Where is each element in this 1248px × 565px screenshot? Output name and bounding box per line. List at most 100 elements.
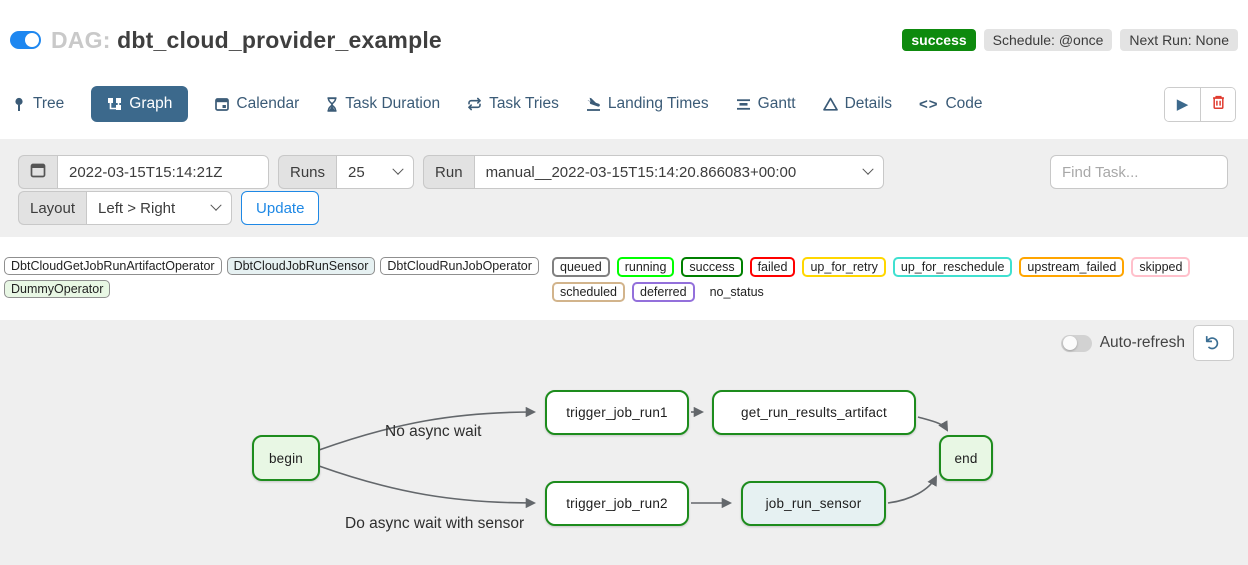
status-pill[interactable]: failed: [749, 257, 796, 277]
filter-panel: Runs 25 Run manual__2022-03-15T15:14:20.…: [0, 139, 1248, 237]
operator-pill: DbtCloudJobRunSensor: [226, 257, 376, 275]
tab-calendar[interactable]: Calendar: [215, 95, 299, 113]
tab-graph[interactable]: Graph: [91, 86, 189, 122]
status-pill[interactable]: upstream_failed: [1019, 257, 1125, 277]
view-tabbar: Tree Graph Calendar Task Duration Task T…: [0, 84, 1248, 124]
dag-graph-panel: Auto-refresh ↻ begin trigger_job_run1 ge…: [0, 320, 1248, 565]
chevron-down-icon: [392, 163, 404, 175]
hourglass-icon: [326, 96, 338, 112]
status-pill[interactable]: up_for_retry: [802, 257, 886, 277]
runs-select[interactable]: 25: [336, 155, 415, 189]
delete-dag-button[interactable]: [1200, 87, 1235, 121]
runs-group: Runs 25: [278, 155, 415, 189]
task-node-trigger-job-run1[interactable]: trigger_job_run1: [545, 390, 689, 435]
trash-icon: [1211, 94, 1226, 115]
play-icon: ▶: [1176, 96, 1189, 113]
base-date-input[interactable]: [69, 163, 257, 181]
task-node-begin[interactable]: begin: [252, 435, 320, 481]
operator-pill: DbtCloudRunJobOperator: [380, 257, 539, 275]
task-node-get-run-results-artifact[interactable]: get_run_results_artifact: [712, 390, 916, 435]
tab-label: Graph: [129, 95, 173, 112]
graph-edges: [318, 406, 949, 509]
dag-action-buttons: ▶: [1164, 86, 1236, 122]
header-badges: success Schedule: @once Next Run: None: [902, 29, 1238, 51]
trigger-dag-button[interactable]: ▶: [1165, 87, 1200, 121]
calendar-icon: [215, 97, 230, 111]
layout-label: Layout: [18, 191, 87, 225]
find-task-field: [1050, 155, 1228, 189]
toggle-knob: [25, 33, 39, 47]
chevron-down-icon: [861, 163, 874, 175]
tab-task-duration[interactable]: Task Duration: [326, 95, 440, 113]
calendar-picker-icon: [30, 162, 46, 182]
auto-refresh-toggle[interactable]: [1060, 334, 1092, 352]
runs-selected-value: 25: [348, 163, 365, 181]
repeat-icon: [467, 97, 482, 111]
tab-task-tries[interactable]: Task Tries: [467, 95, 559, 113]
tab-label: Task Tries: [489, 95, 559, 112]
tab-tree[interactable]: Tree: [12, 95, 64, 113]
next-run-badge: Next Run: None: [1120, 29, 1238, 51]
task-node-trigger-job-run2[interactable]: trigger_job_run2: [545, 481, 689, 526]
tab-details[interactable]: Details: [822, 95, 892, 113]
plane-landing-icon: [586, 97, 601, 111]
status-legend: queued running success failed up_for_ret…: [552, 257, 1244, 302]
status-badge: success: [902, 29, 976, 51]
base-date-field: [57, 155, 269, 189]
status-pill[interactable]: success: [681, 257, 743, 277]
tab-code[interactable]: <> Code: [919, 95, 983, 113]
tab-landing-times[interactable]: Landing Times: [586, 95, 709, 113]
schedule-badge: Schedule: @once: [983, 29, 1113, 51]
run-group: Run manual__2022-03-15T15:14:20.866083+0…: [423, 155, 884, 189]
tab-label: Code: [945, 95, 983, 112]
tab-label: Tree: [33, 95, 65, 112]
date-picker-button[interactable]: [18, 155, 57, 189]
dag-name: dbt_cloud_provider_example: [117, 26, 442, 53]
runs-label: Runs: [278, 155, 337, 189]
gantt-icon: [736, 98, 751, 111]
status-pill[interactable]: skipped: [1131, 257, 1191, 277]
status-pill[interactable]: no_status: [709, 285, 764, 299]
operator-pill: DbtCloudGetJobRunArtifactOperator: [4, 257, 222, 275]
status-pill[interactable]: scheduled: [552, 282, 625, 302]
code-icon: <>: [918, 95, 939, 113]
toggle-knob: [1062, 336, 1077, 350]
run-selected-value: manual__2022-03-15T15:14:20.866083+00:00: [485, 163, 797, 181]
layout-selected-value: Left > Right: [98, 199, 176, 217]
page-title: DAG: dbt_cloud_provider_example: [51, 27, 442, 54]
tab-label: Calendar: [236, 95, 300, 112]
dag-pause-toggle[interactable]: [10, 31, 41, 49]
refresh-button[interactable]: ↻: [1193, 325, 1234, 361]
refresh-bar: Auto-refresh ↻: [1060, 325, 1234, 361]
status-pill[interactable]: queued: [552, 257, 610, 277]
find-task-input[interactable]: [1062, 163, 1216, 181]
tab-label: Landing Times: [607, 95, 709, 112]
status-pill[interactable]: deferred: [632, 282, 695, 302]
operator-pill: DummyOperator: [4, 280, 111, 298]
edge-label-do-async-wait: Do async wait with sensor: [345, 515, 525, 532]
chevron-down-icon: [210, 199, 222, 211]
tab-label: Details: [844, 95, 892, 112]
tree-icon: [12, 97, 26, 112]
operator-legend: DbtCloudGetJobRunArtifactOperator DbtClo…: [4, 257, 552, 298]
layout-group: Layout Left > Right: [18, 191, 233, 225]
update-button[interactable]: Update: [241, 191, 320, 225]
dag-prefix-label: DAG:: [51, 26, 111, 53]
run-label: Run: [423, 155, 474, 189]
graph-icon: [107, 97, 122, 111]
task-node-end[interactable]: end: [939, 435, 993, 481]
tab-gantt[interactable]: Gantt: [736, 95, 796, 113]
layout-select[interactable]: Left > Right: [86, 191, 233, 225]
base-date-group: [18, 155, 269, 189]
run-select[interactable]: manual__2022-03-15T15:14:20.866083+00:00: [473, 155, 884, 189]
status-pill[interactable]: running: [616, 257, 675, 277]
task-node-job-run-sensor[interactable]: job_run_sensor: [741, 481, 886, 526]
filter-row-1: Runs 25 Run manual__2022-03-15T15:14:20.…: [18, 155, 1230, 189]
refresh-icon: ↻: [1202, 334, 1225, 352]
tab-label: Task Duration: [345, 95, 441, 112]
status-pill[interactable]: up_for_reschedule: [892, 257, 1013, 277]
tab-label: Gantt: [757, 95, 796, 112]
auto-refresh-label: Auto-refresh: [1099, 334, 1185, 351]
filter-row-2: Layout Left > Right Update: [18, 191, 1230, 225]
edge-label-no-async-wait: No async wait: [385, 423, 482, 440]
